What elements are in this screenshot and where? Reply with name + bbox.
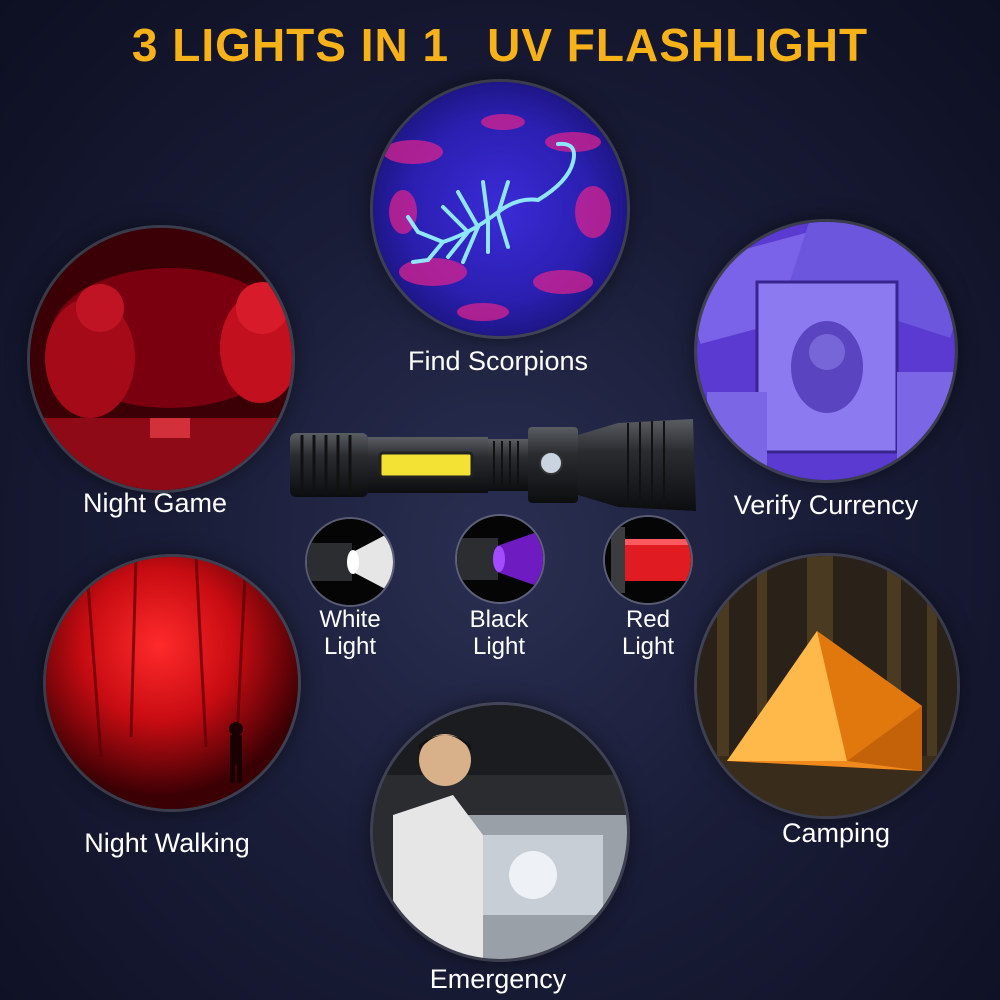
white-light-mode-icon bbox=[307, 519, 393, 605]
black-light-line2: Light bbox=[472, 633, 526, 660]
white-light-line2: Light bbox=[323, 633, 377, 660]
currency-photo bbox=[697, 222, 955, 480]
camping-photo bbox=[697, 556, 957, 816]
flashlight-image bbox=[288, 415, 700, 515]
black-light-label: Black Light bbox=[470, 606, 529, 660]
red-light-mode-icon bbox=[605, 517, 691, 603]
title-part-1: 3 LIGHTS IN 1 bbox=[131, 19, 450, 71]
label-verify-currency: Verify Currency bbox=[733, 490, 919, 520]
black-light-line1: Black bbox=[469, 606, 529, 633]
night-game-photo bbox=[30, 228, 292, 490]
emergency-photo bbox=[373, 705, 627, 959]
label-find-scorpions: Find Scorpions bbox=[407, 346, 589, 376]
scorpion-icon bbox=[406, 141, 576, 264]
night-walking-photo bbox=[46, 557, 298, 809]
scorpion-photo bbox=[373, 82, 627, 336]
red-light-label: Red Light bbox=[622, 606, 674, 660]
white-light-label: White Light bbox=[319, 606, 380, 660]
label-night-walking: Night Walking bbox=[84, 828, 250, 858]
black-light-mode-icon bbox=[457, 516, 543, 602]
label-emergency: Emergency bbox=[429, 964, 567, 994]
label-night-game: Night Game bbox=[82, 488, 228, 518]
red-light-line1: Red bbox=[625, 606, 671, 633]
red-light-line2: Light bbox=[621, 633, 675, 660]
white-light-line1: White bbox=[319, 606, 381, 633]
cob-light-icon bbox=[378, 451, 474, 479]
power-button-icon bbox=[539, 451, 563, 475]
title-part-2: UV FLASHLIGHT bbox=[487, 19, 869, 71]
page-title: 3 LIGHTS IN 1 UV FLASHLIGHT bbox=[0, 18, 1000, 72]
label-camping: Camping bbox=[781, 818, 891, 848]
